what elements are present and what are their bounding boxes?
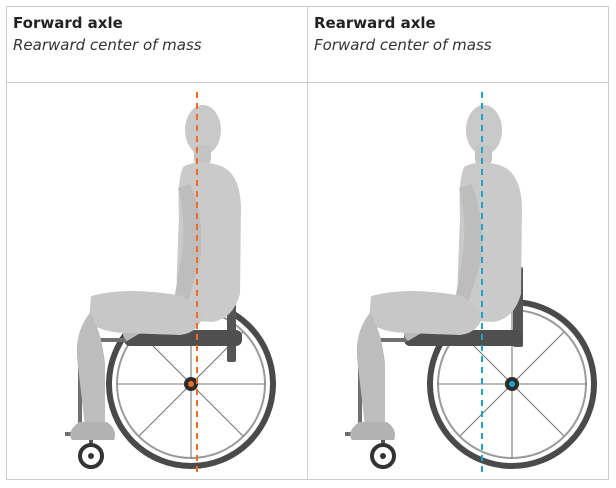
lower-leg bbox=[76, 313, 105, 427]
thigh bbox=[369, 291, 484, 335]
forward-axle-illustration bbox=[7, 84, 307, 479]
forward-axle-title: Forward axle bbox=[13, 14, 123, 32]
rearward-axle-header: Rearward axle Forward center of mass bbox=[308, 7, 608, 83]
foot bbox=[70, 422, 116, 440]
thigh bbox=[89, 291, 204, 335]
rearward-axle-svg bbox=[345, 92, 597, 476]
head bbox=[466, 105, 502, 155]
lower-leg bbox=[356, 313, 385, 427]
neck bbox=[475, 145, 492, 165]
rearward-axle-title: Rearward axle bbox=[314, 14, 436, 32]
forward-axle-header: Forward axle Rearward center of mass bbox=[7, 7, 307, 83]
forward-axle-panel: Forward axle Rearward center of mass bbox=[7, 7, 308, 479]
rear-hub-center bbox=[509, 381, 515, 387]
rearward-axle-subtitle: Forward center of mass bbox=[314, 36, 492, 54]
foot bbox=[350, 422, 396, 440]
seated-figure bbox=[350, 105, 522, 440]
rear-hub-center bbox=[188, 381, 194, 387]
neck bbox=[194, 145, 211, 165]
forward-axle-subtitle: Rearward center of mass bbox=[13, 36, 202, 54]
front-caster-hub bbox=[88, 453, 94, 459]
upper-arm bbox=[455, 184, 483, 303]
seated-figure bbox=[70, 105, 241, 440]
forward-axle-svg bbox=[65, 92, 276, 476]
front-caster-hub bbox=[380, 453, 386, 459]
upper-arm bbox=[174, 184, 202, 303]
rearward-axle-panel: Rearward axle Forward center of mass bbox=[308, 7, 608, 479]
rearward-axle-illustration bbox=[308, 84, 608, 479]
comparison-diagram: Forward axle Rearward center of mass bbox=[6, 6, 609, 480]
head bbox=[185, 105, 221, 155]
